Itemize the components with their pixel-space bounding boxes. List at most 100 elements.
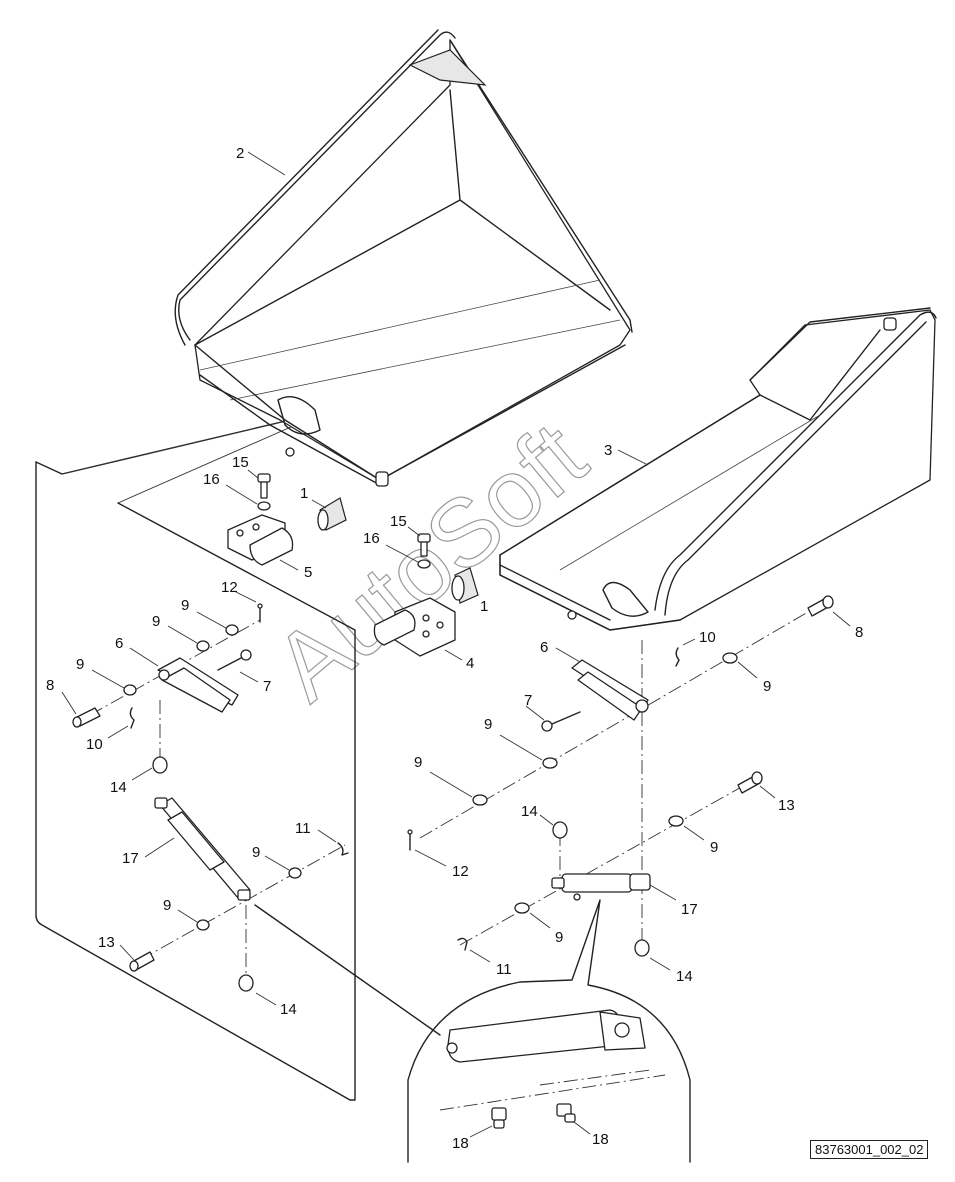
callout-16-left: 16 [203,471,220,488]
leader-4 [444,649,463,661]
cylinder-part-17-right [551,873,651,901]
washer-part-9-left-b [196,640,210,652]
hopper-left-part-2 [174,29,633,487]
panel-connector-bottom [117,422,301,504]
callout-9-left-b: 9 [152,613,160,630]
hinge-block-part-5 [227,514,294,566]
leader-16-left [225,484,258,505]
washer-part-9-right-e [514,902,530,914]
leader-1-left [311,499,327,509]
callout-15-left: 15 [232,454,249,471]
fitting-part-18-left [491,1107,507,1129]
callout-9-right-e: 9 [555,929,563,946]
callout-9-right-a: 9 [763,678,771,695]
leader-8-left [61,691,77,715]
cylinder-detail-magnified [439,1009,666,1111]
callout-17-right: 17 [681,901,698,918]
leader-6-left [129,647,159,667]
callout-14-right-a: 14 [521,803,538,820]
link-arm-part-6-right [571,659,649,721]
bushing-part-1-right [451,567,479,604]
callout-8-right: 8 [855,624,863,641]
callout-3: 3 [604,442,612,459]
washer-part-9-right-a [722,652,738,664]
link-arm-part-6-left [157,657,239,713]
left-detail-panel [35,419,356,1101]
callout-9-left-c: 9 [76,656,84,673]
callout-9-right-c: 9 [414,754,422,771]
bushing-part-14-left-a [152,756,168,774]
callout-1-right: 1 [480,598,488,615]
fitting-part-18-right [556,1103,576,1123]
callout-9-right-d: 9 [710,839,718,856]
callout-18-left: 18 [452,1135,469,1152]
panel-connector-top [61,419,291,475]
callout-7-left: 7 [263,678,271,695]
clevis-pin-part-13-left [129,951,155,972]
leader-9-right-c [429,771,473,798]
leader-9-left-a [196,611,227,629]
leader-18-left [469,1125,493,1138]
leader-15-left [247,469,259,479]
callout-18-right: 18 [592,1131,609,1148]
callout-9-left-e: 9 [163,897,171,914]
callout-2: 2 [236,145,244,162]
callout-6-left: 6 [115,635,123,652]
leader-14-left-b [255,992,277,1006]
washer-part-9-left-d [288,867,302,879]
callout-9-right-b: 9 [484,716,492,733]
washer-part-16-right [417,559,431,569]
bushing-part-14-left-b [238,974,254,992]
figure-reference-code: 83763001_002_02 [810,1140,929,1159]
callout-15-right: 15 [390,513,407,530]
clevis-pin-part-13-right [737,771,763,794]
bolt-part-15-right [417,533,431,557]
clip-part-11-right [457,937,468,951]
leader-3 [617,449,649,466]
eye-bolt-part-7-left [217,649,252,671]
washer-part-9-right-c [472,794,488,806]
leader-12-right [414,849,447,867]
leader-7-left [239,671,259,683]
r-clip-part-10-right [675,647,680,667]
callout-11-left: 11 [295,820,311,837]
leader-7-right [525,705,545,721]
callout-4: 4 [466,655,474,672]
bushing-part-14-right-a [552,821,568,839]
callout-9-left-a: 9 [181,597,189,614]
axis-right-lower [459,784,746,946]
hopper-right-part-3 [499,307,937,631]
r-clip-part-10-left [129,707,135,729]
pin-part-12-left [257,603,263,623]
callout-1-left: 1 [300,485,308,502]
callout-11-right: 11 [496,961,512,978]
callout-13-right: 13 [778,797,795,814]
callout-8-left: 8 [46,677,54,694]
washer-part-16-left [257,501,271,511]
leader-9-right-d [683,825,705,841]
callout-12-left: 12 [221,579,238,596]
callout-13-left: 13 [98,934,115,951]
callout-7-right: 7 [524,692,532,709]
callout-5: 5 [304,564,312,581]
washer-part-9-left-e [196,919,210,931]
callout-14-left-a: 14 [110,779,127,796]
clip-part-11-left [337,842,349,856]
leader-17-right [649,884,677,901]
leader-15-right [407,526,421,537]
leader-13-right [759,785,776,799]
pin-part-12-right [407,829,413,851]
leader-14-right-b [649,957,671,971]
leader-11-left [317,829,337,843]
leader-6-right [555,647,581,663]
leader-9-right-b [499,734,543,761]
bolt-part-15-left [257,473,271,499]
leader-9-left-b [167,625,198,644]
callout-12-right: 12 [452,863,469,880]
leader-12-left [235,591,257,603]
callout-14-left-b: 14 [280,1001,297,1018]
leader-9-right-a [737,661,758,679]
leader-2 [247,151,286,176]
